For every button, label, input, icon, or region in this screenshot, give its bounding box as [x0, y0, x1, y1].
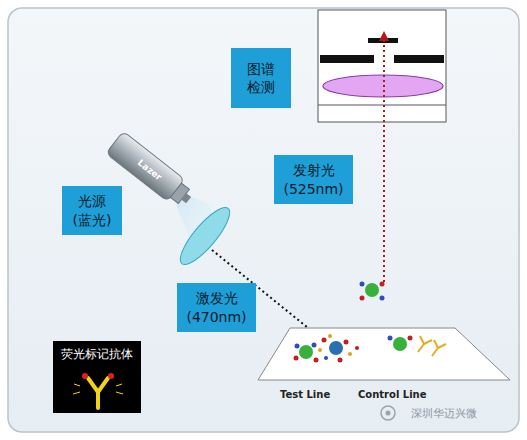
strip-label: Test Line: [280, 389, 330, 400]
box-text: 激发光 (470nm): [186, 289, 246, 325]
box-text: 荧光标记抗体: [61, 346, 133, 363]
strip-label: Control Line: [358, 389, 427, 400]
label-box: 激发光 (470nm): [177, 283, 256, 332]
label-box: 发射光 (525nm): [274, 155, 353, 204]
watermark: 深圳华迈兴微: [411, 406, 477, 421]
box-text: 发射光 (525nm): [283, 161, 343, 197]
box-text: 光源 (蓝光): [73, 192, 112, 228]
label-box: 光源 (蓝光): [62, 186, 122, 235]
label-box: 图谱 检测: [231, 48, 291, 108]
antibody-icon: [70, 370, 126, 410]
box-text: 图谱 检测: [247, 60, 275, 96]
